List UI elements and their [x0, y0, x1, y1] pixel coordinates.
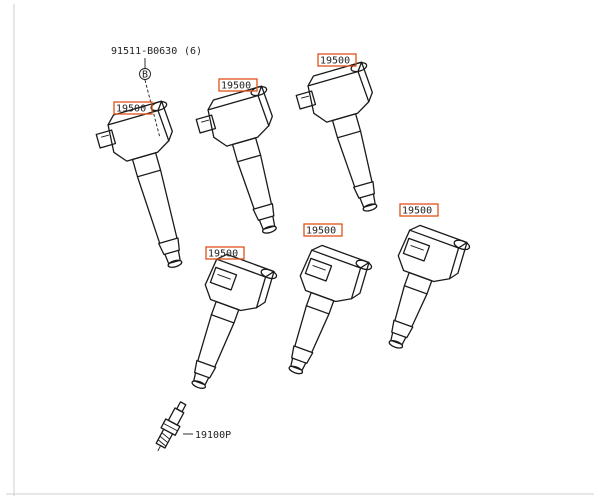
- coil-3-part-number: 19500: [320, 56, 350, 67]
- spark-plug[interactable]: [151, 400, 190, 455]
- coil-2-callout[interactable]: 19500: [218, 78, 258, 92]
- bolt-part-number[interactable]: 91511-B0630: [111, 46, 177, 57]
- coil-1-callout[interactable]: 19500: [113, 101, 153, 115]
- coil-6-part-number: 19500: [402, 206, 432, 217]
- coil-4-callout[interactable]: 19500: [205, 246, 245, 260]
- ignition-coil-4[interactable]: [171, 251, 278, 400]
- coil-5-callout[interactable]: 19500: [303, 223, 343, 237]
- ignition-coil-3[interactable]: [292, 61, 405, 221]
- ignition-coil-2[interactable]: [192, 85, 304, 243]
- coil-3-callout[interactable]: 19500: [317, 53, 357, 67]
- ignition-coil-1[interactable]: [92, 100, 210, 278]
- bolt-marker-letter: B: [142, 70, 148, 81]
- coil-4-callout-box: [205, 246, 245, 260]
- coil-1-callout-box: [113, 101, 153, 115]
- coil-4-part-number: 19500: [208, 249, 238, 260]
- plug-part-number[interactable]: 19100P: [195, 430, 231, 441]
- coil-6-callout-box: [399, 203, 439, 217]
- ignition-coil-5[interactable]: [268, 242, 373, 385]
- coil-5-callout-box: [303, 223, 343, 237]
- coil-3-callout-box: [317, 53, 357, 67]
- coil-6-callout[interactable]: 19500: [399, 203, 439, 217]
- coil-1-part-number: 19500: [116, 104, 146, 115]
- bolt-marker-circle: [139, 68, 151, 80]
- coil-5-part-number: 19500: [306, 226, 336, 237]
- bolt-quantity: (6): [184, 46, 202, 57]
- coil-2-callout-box: [218, 78, 258, 92]
- coil-2-part-number: 19500: [221, 81, 251, 92]
- ignition-coil-6[interactable]: [369, 222, 471, 359]
